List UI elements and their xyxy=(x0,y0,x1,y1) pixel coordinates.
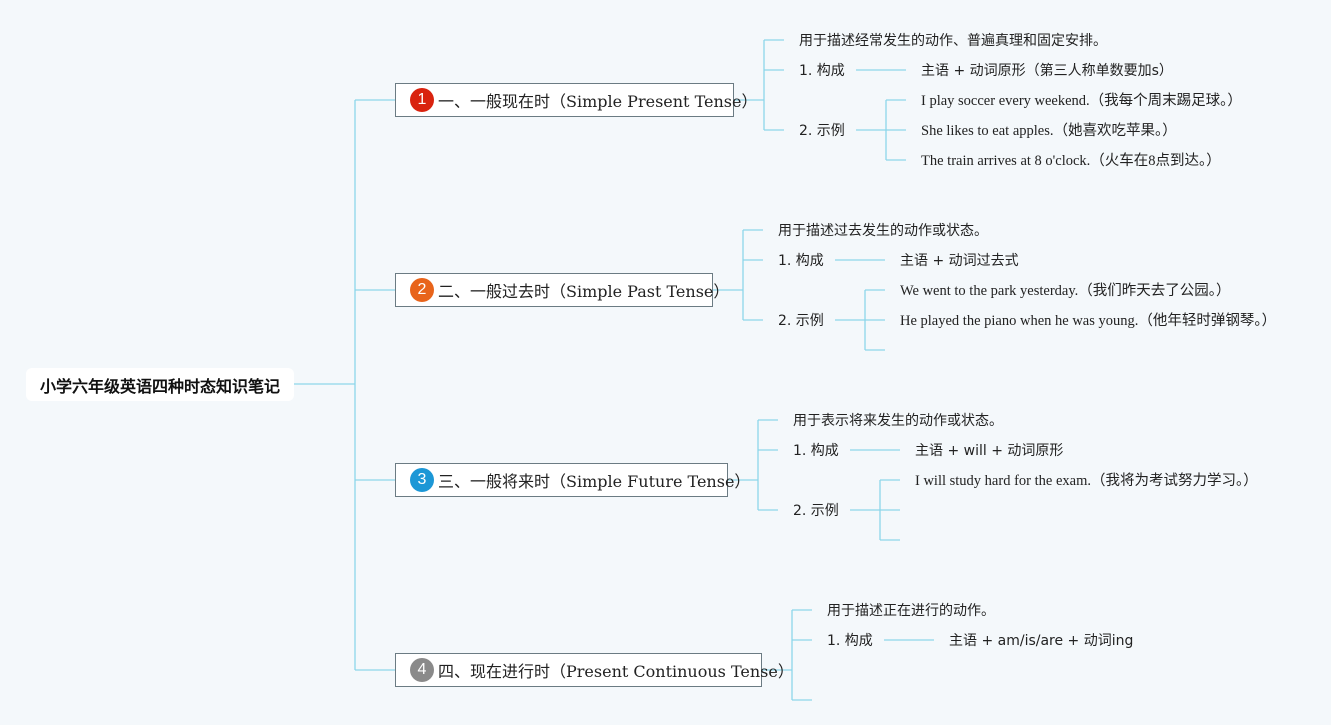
structure-label: 1. 构成 xyxy=(827,633,873,649)
branch-title-en: （Simple Present Tense） xyxy=(550,92,758,111)
examples-label: 2. 示例 xyxy=(793,503,839,519)
example-sentence: I will study hard for the exam.（我将为考试努力学… xyxy=(915,473,1258,489)
usage-note: 用于描述正在进行的动作。 xyxy=(827,603,995,619)
branch-title-en: （Simple Future Tense） xyxy=(550,472,751,491)
usage-note: 用于表示将来发生的动作或状态。 xyxy=(793,413,1003,429)
number-badge-icon: 1 xyxy=(410,88,434,112)
structure-label: 1. 构成 xyxy=(799,63,845,79)
examples-label: 2. 示例 xyxy=(778,313,824,329)
branch-title-cn: 一、一般现在时 xyxy=(438,92,551,111)
branch-title-en: （Simple Past Tense） xyxy=(550,282,730,301)
branch-title-cn: 二、一般过去时 xyxy=(438,282,551,301)
number-badge-icon: 4 xyxy=(410,658,434,682)
root-node[interactable]: 小学六年级英语四种时态知识笔记 xyxy=(26,368,294,401)
branch-simple-past[interactable]: 2 二、一般过去时（Simple Past Tense） xyxy=(395,273,729,307)
root-title: 小学六年级英语四种时态知识笔记 xyxy=(39,376,280,396)
branch-title-en: （Present Continuous Tense） xyxy=(550,662,794,681)
example-sentence: We went to the park yesterday.（我们昨天去了公园。… xyxy=(900,283,1231,299)
branch-title-cn: 三、一般将来时 xyxy=(438,472,551,491)
examples-label: 2. 示例 xyxy=(799,123,845,139)
structure-value: 主语 + will + 动词原形 xyxy=(915,443,1064,459)
example-sentence: The train arrives at 8 o'clock.（火车在8点到达。… xyxy=(921,153,1221,169)
branch-title-cn: 四、现在进行时 xyxy=(438,662,551,681)
example-sentence: He played the piano when he was young.（他… xyxy=(900,313,1277,329)
example-sentence: I play soccer every weekend.（我每个周末踢足球。） xyxy=(921,93,1242,109)
structure-value: 主语 + am/is/are + 动词ing xyxy=(949,633,1134,649)
example-sentence: She likes to eat apples.（她喜欢吃苹果。） xyxy=(921,123,1177,139)
branch-present-continuous[interactable]: 4 四、现在进行时（Present Continuous Tense） xyxy=(395,653,794,687)
branch-simple-present[interactable]: 1 一、一般现在时（Simple Present Tense） xyxy=(395,83,757,117)
structure-label: 1. 构成 xyxy=(778,253,824,269)
usage-note: 用于描述过去发生的动作或状态。 xyxy=(778,223,988,239)
structure-label: 1. 构成 xyxy=(793,443,839,459)
structure-value: 主语 + 动词过去式 xyxy=(900,253,1019,269)
branch-simple-future[interactable]: 3 三、一般将来时（Simple Future Tense） xyxy=(395,463,750,497)
number-badge-icon: 2 xyxy=(410,278,434,302)
number-badge-icon: 3 xyxy=(410,468,434,492)
usage-note: 用于描述经常发生的动作、普遍真理和固定安排。 xyxy=(799,33,1107,49)
structure-value: 主语 + 动词原形（第三人称单数要加s） xyxy=(921,63,1173,79)
